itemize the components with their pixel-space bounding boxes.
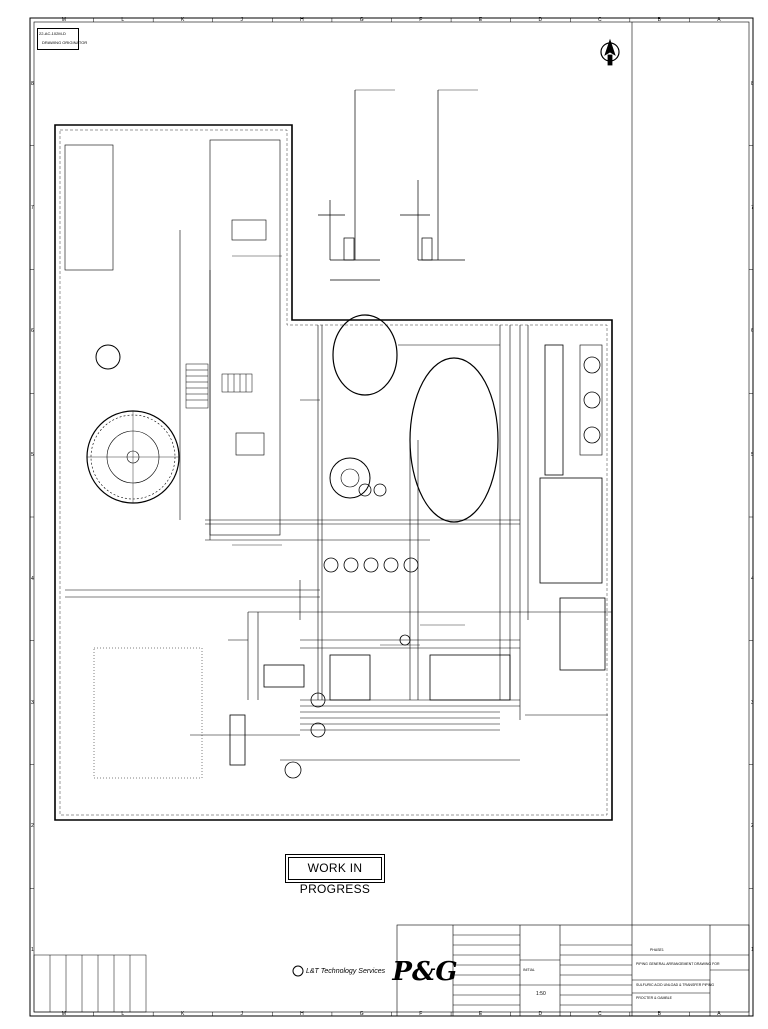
column-label: J: [240, 1011, 244, 1017]
column-label: M: [61, 1011, 66, 1017]
scale-value: 1:50: [536, 991, 546, 997]
column-label: D: [538, 17, 543, 23]
column-label: M: [61, 17, 66, 23]
column-label: B: [657, 1011, 661, 1017]
row-label: 3: [31, 699, 34, 706]
row-label: 5: [31, 452, 34, 459]
north-arrow-icon: [600, 38, 620, 66]
column-label: L: [121, 1011, 125, 1017]
column-label: F: [419, 17, 423, 23]
row-label: 4: [751, 575, 754, 582]
column-label: H: [300, 17, 304, 23]
column-label: C: [598, 1011, 602, 1017]
column-label: B: [657, 17, 661, 23]
row-label: 4: [31, 575, 34, 582]
column-label: A: [717, 17, 721, 23]
row-label: 1: [751, 947, 754, 954]
column-label: J: [240, 17, 244, 23]
column-label: F: [419, 1011, 423, 1017]
row-label: 2: [31, 823, 34, 830]
column-label: G: [359, 1011, 364, 1017]
row-label: 8: [751, 80, 754, 87]
row-label: 6: [751, 328, 754, 335]
column-label: K: [180, 17, 185, 23]
client-name: PROCTER & GAMBLE: [636, 996, 672, 1000]
column-label: H: [300, 1011, 304, 1017]
column-label: C: [598, 17, 602, 23]
row-label: 5: [751, 452, 754, 459]
work-in-progress-stamp: WORK IN PROGRESS: [285, 854, 385, 896]
drawing-title-line-1: PIPING GENERAL ARRANGEMENT DRAWING FOR: [636, 962, 720, 966]
column-label: D: [538, 1011, 543, 1017]
lt-logo-icon: [292, 965, 304, 977]
row-label: 1: [31, 947, 34, 954]
status-value: INITIAL: [523, 968, 535, 972]
drawing-ref-sub: DRAWING ORIGINATOR: [42, 40, 88, 45]
contractor-name: L&T Technology Services: [306, 968, 386, 975]
column-label: G: [359, 17, 364, 23]
column-label: E: [478, 17, 483, 23]
drawing-ref-box: [37, 28, 79, 50]
drawing-title-line-2: SULFURIC ACID UNLOAD & TRANSFER PIPING: [636, 983, 715, 987]
row-label: 7: [31, 204, 34, 211]
column-label: A: [717, 1011, 721, 1017]
column-label: E: [478, 1011, 483, 1017]
row-label: 7: [751, 204, 754, 211]
row-label: 8: [31, 80, 34, 87]
column-label: L: [121, 17, 125, 23]
location-value: PHASE1: [650, 948, 664, 952]
column-label: K: [180, 1011, 185, 1017]
client-logo: P&G: [392, 957, 458, 987]
row-label: 6: [31, 328, 34, 335]
row-label: 3: [751, 699, 754, 706]
drawing-ref-number: 22-AC-102M-D: [39, 31, 66, 36]
row-label: 2: [751, 823, 754, 830]
